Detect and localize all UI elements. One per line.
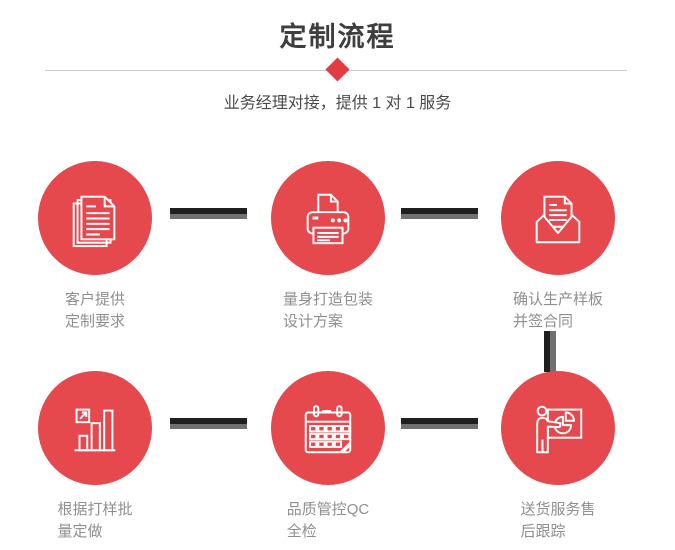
step-label-line: 送货服务售 [520,501,596,518]
step-circle-sample-contract [501,161,615,275]
calendar-icon [304,405,352,454]
step-label-customer-requirements: 客户提供 定制要求 [10,289,180,333]
step-label-line: 确认生产样板 [512,291,603,308]
step-label-line: 根据打样批 [57,501,133,518]
step-label-delivery-tracking: 送货服务售 后跟踪 [473,499,643,543]
bar-chart-growth-icon [74,408,116,452]
documents-stack-icon [72,195,116,248]
step-circle-customer-requirements [38,161,152,275]
step-label-quality-control: 品质管控QC 全检 [243,499,413,543]
connector-step3-step6 [544,331,556,372]
page-title: 定制流程 [279,22,396,52]
open-envelope-letter-icon [535,195,581,244]
step-label-line: 设计方案 [282,313,343,330]
step-label-sample-contract: 确认生产样板 并签合同 [473,289,643,333]
presentation-pie-icon [536,405,583,454]
step-circle-quality-control [271,371,385,485]
divider-diamond-icon [325,57,350,82]
step-label-packaging-design: 量身打造包装 设计方案 [243,289,413,333]
page-subtitle: 业务经理对接，提供 1 对 1 服务 [223,95,452,112]
step-circle-delivery-tracking [501,371,615,485]
step-label-line: 后跟踪 [520,523,566,540]
connector-step2-step3 [401,208,478,219]
step-label-line: 品质管控QC [286,501,370,518]
printer-icon [306,193,350,245]
connector-step4-step5 [170,418,247,429]
connector-step1-step2 [170,208,247,219]
step-label-line: 客户提供 [64,291,125,308]
step-circle-bulk-production [38,371,152,485]
step-circle-packaging-design [271,161,385,275]
step-label-bulk-production: 根据打样批 量定做 [10,499,180,543]
connector-step5-step6 [401,418,478,429]
step-label-line: 并签合同 [512,313,573,330]
step-label-line: 量身打造包装 [282,291,373,308]
step-label-line: 全检 [286,523,317,540]
step-label-line: 定制要求 [64,313,125,330]
step-label-line: 量定做 [57,523,103,540]
